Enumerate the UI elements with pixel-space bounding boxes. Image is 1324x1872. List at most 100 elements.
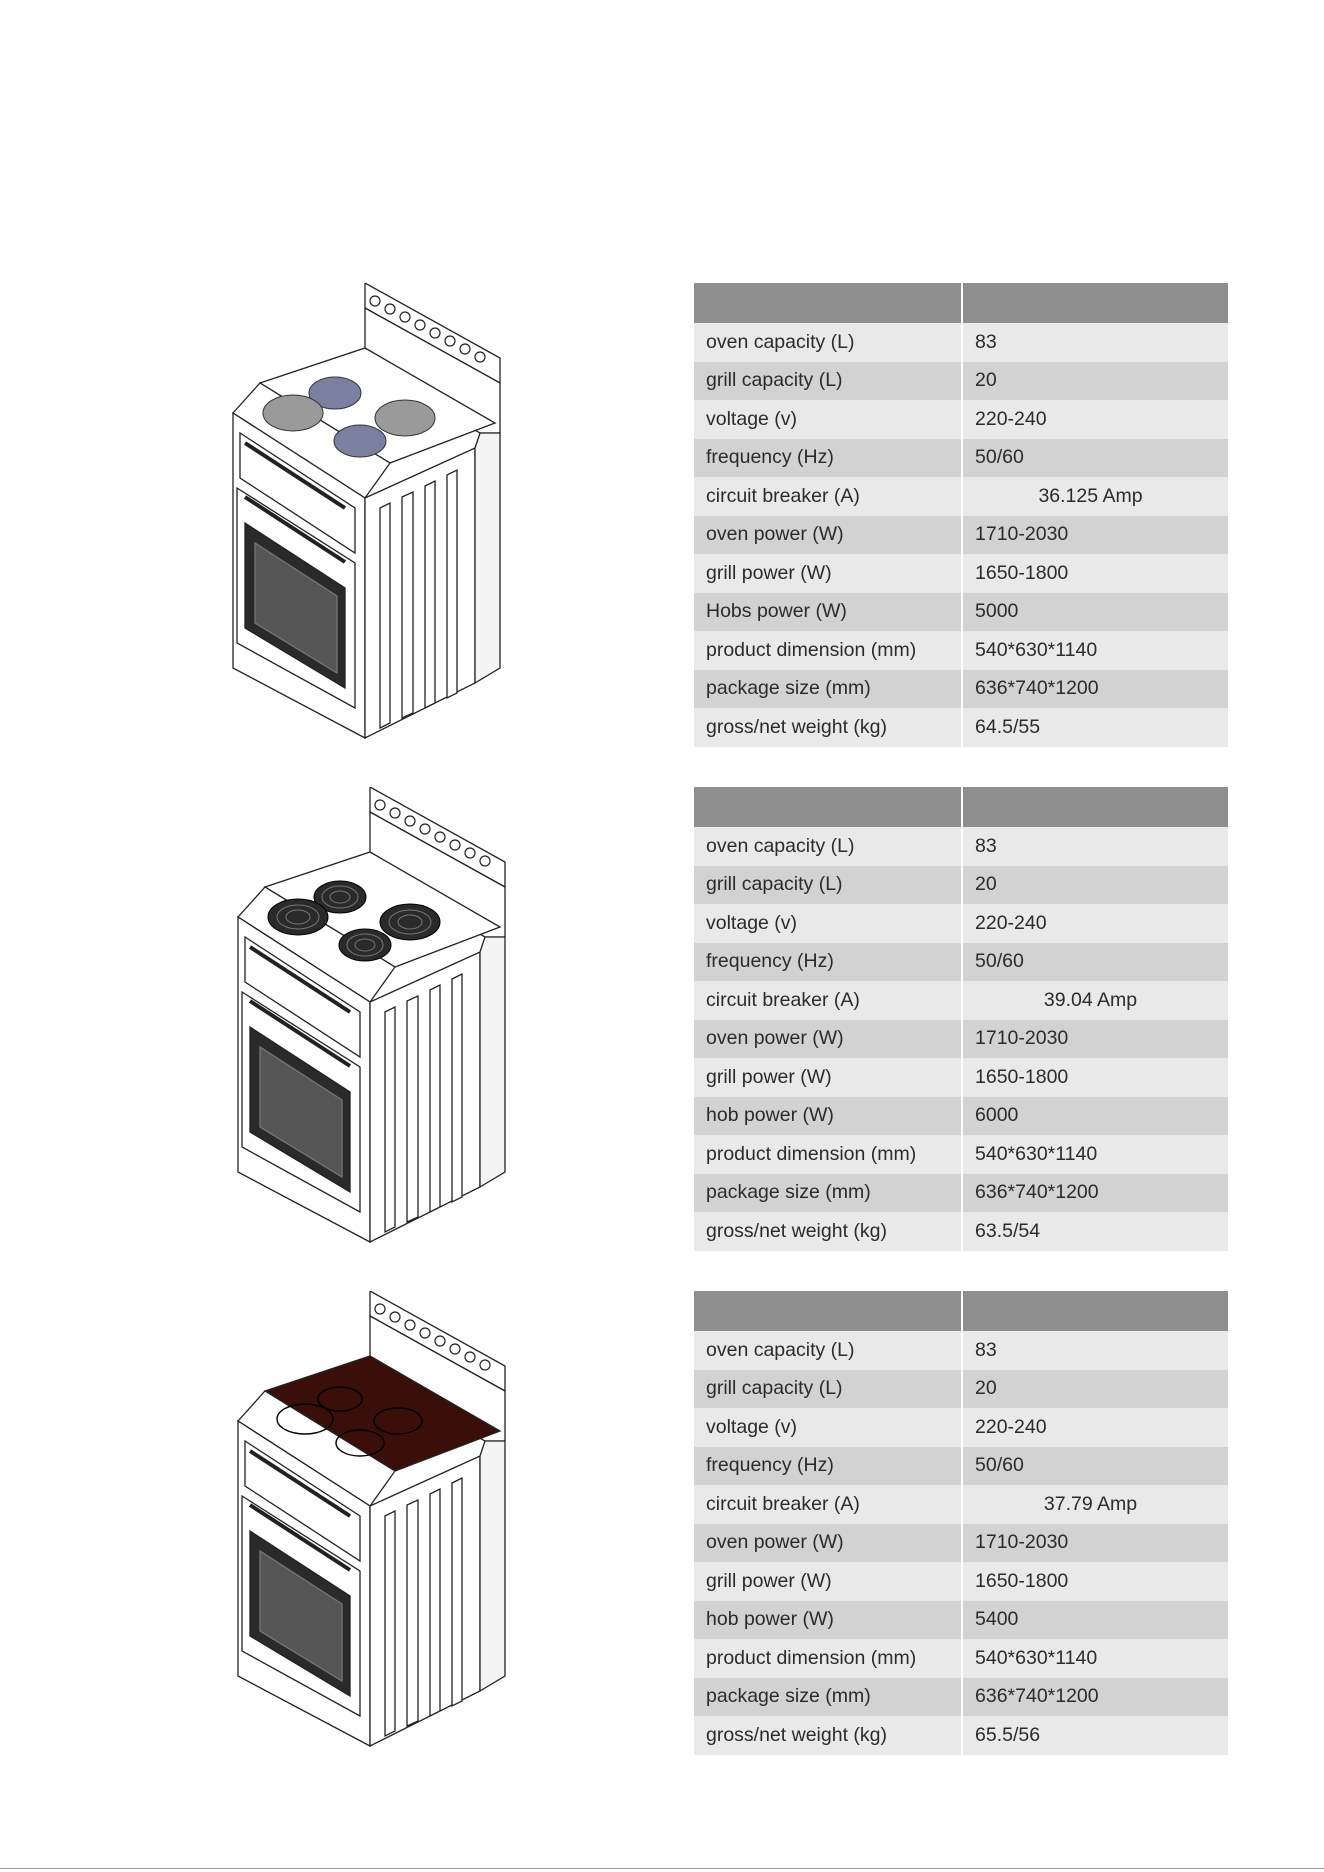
spec-value: 220-240: [962, 904, 1228, 943]
spec-label: oven power (W): [694, 515, 963, 554]
spec-value: 1650-1800: [962, 1058, 1228, 1097]
spec-value: 83: [962, 323, 1228, 362]
table-row: grill power (W)1650-1800: [694, 554, 1228, 593]
spec-value: 5000: [962, 592, 1228, 631]
spec-value: 540*630*1140: [962, 1639, 1228, 1678]
table-row: grill power (W)1650-1800: [694, 1562, 1228, 1601]
product-section: oven capacity (L)83 grill capacity (L)20…: [0, 1291, 1324, 1771]
spec-label: frequency (Hz): [694, 438, 963, 477]
spec-label: grill capacity (L): [694, 865, 963, 904]
spec-value: 83: [962, 827, 1228, 866]
spec-value: 1710-2030: [962, 1523, 1228, 1562]
table-row: voltage (v)220-240: [694, 904, 1228, 943]
table-row: package size (mm)636*740*1200: [694, 669, 1228, 708]
spec-table: oven capacity (L)83 grill capacity (L)20…: [694, 1291, 1228, 1755]
spec-value: 220-240: [962, 400, 1228, 439]
stove-coil-image: [237, 787, 506, 1244]
spec-value: 1650-1800: [962, 1562, 1228, 1601]
table-row: product dimension (mm)540*630*1140: [694, 1639, 1228, 1678]
table-row: package size (mm)636*740*1200: [694, 1677, 1228, 1716]
spec-label: gross/net weight (kg): [694, 1716, 963, 1755]
spec-value: 1710-2030: [962, 515, 1228, 554]
spec-label: circuit breaker (A): [694, 1485, 963, 1524]
spec-label: voltage (v): [694, 1408, 963, 1447]
hotplates: [262, 376, 436, 458]
spec-label: hob power (W): [694, 1096, 963, 1135]
spec-label: oven capacity (L): [694, 1331, 963, 1370]
table-row: oven capacity (L)83: [694, 323, 1228, 362]
spec-value: 83: [962, 1331, 1228, 1370]
spec-label: Hobs power (W): [694, 592, 963, 631]
spec-label: product dimension (mm): [694, 1639, 963, 1678]
table-row: Hobs power (W)5000: [694, 592, 1228, 631]
coil-elements: [267, 880, 441, 962]
product-section: oven capacity (L)83 grill capacity (L)20…: [0, 283, 1324, 763]
table-header-row: [694, 1291, 1228, 1331]
table-row: oven capacity (L)83: [694, 827, 1228, 866]
table-row: grill power (W)1650-1800: [694, 1058, 1228, 1097]
table-row: product dimension (mm)540*630*1140: [694, 1135, 1228, 1174]
spec-value: 20: [962, 1369, 1228, 1408]
spec-value: 20: [962, 865, 1228, 904]
spec-label: circuit breaker (A): [694, 477, 963, 516]
table-header-row: [694, 787, 1228, 827]
table-row: circuit breaker (A)39.04 Amp: [694, 981, 1228, 1020]
spec-value: 50/60: [962, 942, 1228, 981]
spec-value: 37.79 Amp: [962, 1485, 1228, 1524]
table-row: gross/net weight (kg)65.5/56: [694, 1716, 1228, 1755]
spec-label: grill capacity (L): [694, 1369, 963, 1408]
spec-label: gross/net weight (kg): [694, 1212, 963, 1251]
table-row: frequency (Hz)50/60: [694, 438, 1228, 477]
product-section: oven capacity (L)83 grill capacity (L)20…: [0, 787, 1324, 1267]
spec-value: 636*740*1200: [962, 669, 1228, 708]
spec-label: oven power (W): [694, 1523, 963, 1562]
table-row: voltage (v)220-240: [694, 1408, 1228, 1447]
spec-value: 65.5/56: [962, 1716, 1228, 1755]
spec-value: 50/60: [962, 1446, 1228, 1485]
spec-value: 220-240: [962, 1408, 1228, 1447]
table-row: hob power (W)5400: [694, 1600, 1228, 1639]
table-row: gross/net weight (kg)64.5/55: [694, 708, 1228, 747]
spec-label: frequency (Hz): [694, 942, 963, 981]
spec-label: gross/net weight (kg): [694, 708, 963, 747]
table-row: oven capacity (L)83: [694, 1331, 1228, 1370]
table-row: frequency (Hz)50/60: [694, 1446, 1228, 1485]
footer-divider: [0, 1868, 1324, 1869]
table-row: circuit breaker (A)36.125 Amp: [694, 477, 1228, 516]
spec-label: package size (mm): [694, 1677, 963, 1716]
table-row: gross/net weight (kg)63.5/54: [694, 1212, 1228, 1251]
table-row: grill capacity (L)20: [694, 865, 1228, 904]
table-row: oven power (W)1710-2030: [694, 515, 1228, 554]
control-knobs: [369, 295, 486, 363]
spec-label: oven capacity (L): [694, 827, 963, 866]
table-row: frequency (Hz)50/60: [694, 942, 1228, 981]
spec-table: oven capacity (L)83 grill capacity (L)20…: [694, 787, 1228, 1251]
table-row: product dimension (mm)540*630*1140: [694, 631, 1228, 670]
stove-body-1: [232, 283, 501, 740]
spec-label: grill power (W): [694, 1058, 963, 1097]
spec-label: frequency (Hz): [694, 1446, 963, 1485]
spec-label: product dimension (mm): [694, 1135, 963, 1174]
table-row: grill capacity (L)20: [694, 361, 1228, 400]
spec-label: hob power (W): [694, 1600, 963, 1639]
spec-value: 39.04 Amp: [962, 981, 1228, 1020]
spec-label: package size (mm): [694, 1173, 963, 1212]
spec-value: 6000: [962, 1096, 1228, 1135]
spec-label: oven power (W): [694, 1019, 963, 1058]
spec-label: oven capacity (L): [694, 323, 963, 362]
spec-value: 63.5/54: [962, 1212, 1228, 1251]
ceramic-zones: [276, 1386, 423, 1457]
table-row: circuit breaker (A)37.79 Amp: [694, 1485, 1228, 1524]
spec-label: voltage (v): [694, 400, 963, 439]
spec-value: 36.125 Amp: [962, 477, 1228, 516]
table-row: grill capacity (L)20: [694, 1369, 1228, 1408]
table-row: package size (mm)636*740*1200: [694, 1173, 1228, 1212]
table-row: oven power (W)1710-2030: [694, 1019, 1228, 1058]
spec-table: oven capacity (L)83 grill capacity (L)20…: [694, 283, 1228, 747]
spec-label: grill capacity (L): [694, 361, 963, 400]
spec-value: 636*740*1200: [962, 1173, 1228, 1212]
spec-label: package size (mm): [694, 669, 963, 708]
spec-value: 5400: [962, 1600, 1228, 1639]
spec-label: product dimension (mm): [694, 631, 963, 670]
spec-value: 20: [962, 361, 1228, 400]
